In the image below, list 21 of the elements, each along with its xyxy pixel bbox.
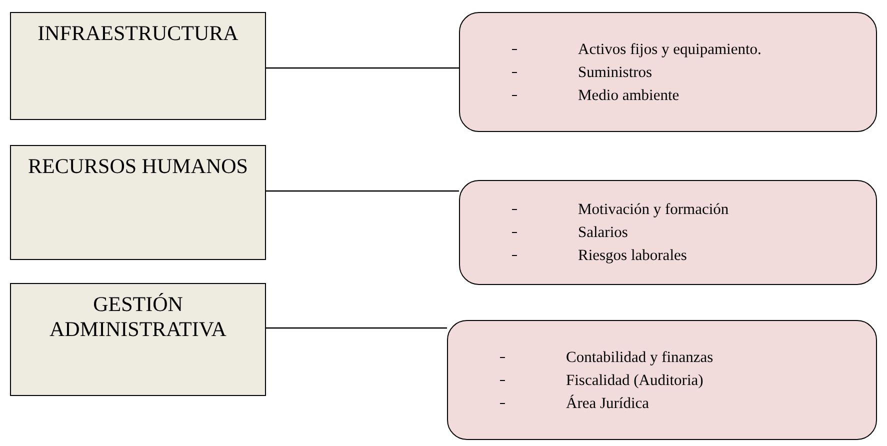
connector-line — [266, 67, 459, 69]
category-box — [10, 145, 266, 260]
list-item: Salarios — [578, 224, 628, 241]
detail-list-box — [459, 180, 877, 285]
category-title: RECURSOS HUMANOS — [27, 154, 249, 179]
category-box — [10, 12, 266, 120]
detail-list-box — [447, 320, 877, 440]
list-item: Suministros — [578, 64, 652, 80]
list-item: Activos fijos y equipamiento. — [578, 40, 762, 58]
connector-line — [266, 327, 447, 329]
list-item: Motivación y formación — [578, 201, 729, 218]
category-title: GESTIÓN ADMINISTRATIVA — [48, 292, 228, 342]
list-item: Fiscalidad (Auditoria) — [566, 372, 704, 388]
list-item: Área Jurídica — [566, 394, 650, 412]
list-item: Riesgos laborales — [578, 247, 687, 264]
detail-list-box — [459, 12, 877, 132]
category-title: INFRAESTRUCTURA — [36, 21, 240, 46]
connector-line — [266, 190, 459, 192]
category-box — [10, 283, 266, 396]
list-item: Contabilidad y finanzas — [566, 348, 714, 366]
list-item: Medio ambiente — [578, 86, 680, 104]
